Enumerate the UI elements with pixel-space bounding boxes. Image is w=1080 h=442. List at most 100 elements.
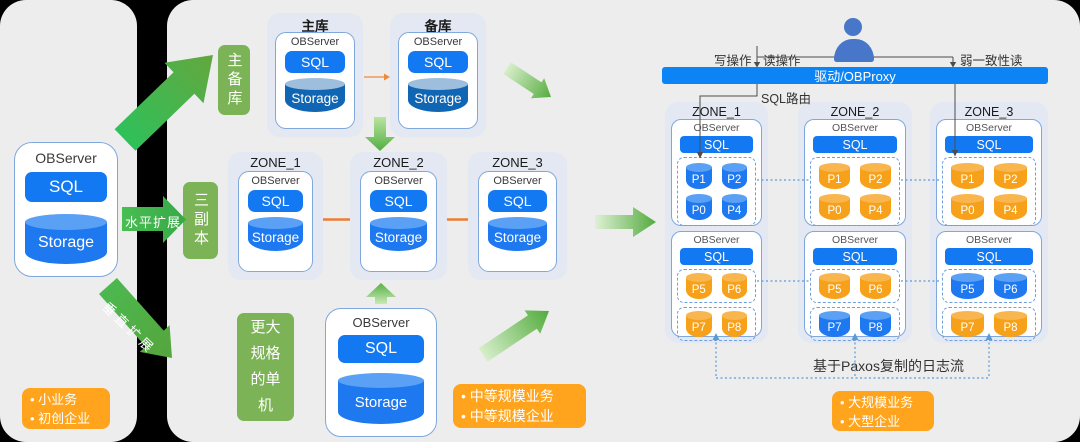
sql-engine: SQL (248, 190, 303, 212)
partition-cylinder: P1 (951, 162, 984, 189)
observer-title: OBServer (413, 36, 463, 48)
zone-title: ZONE_2 (830, 105, 880, 119)
partition-cylinder: P2 (860, 162, 891, 189)
storage-cylinder: Storage (248, 217, 303, 251)
primary-db-container: 主库 OBServer SQL Storage (267, 13, 363, 137)
partition-cylinder: P8 (860, 310, 891, 337)
storage-cylinder: Storage (488, 217, 547, 251)
partition-cylinder: P4 (860, 193, 891, 220)
label-bigger-single-server: 更大规格的单机 (237, 313, 294, 421)
partition-cylinder: P5 (686, 272, 712, 299)
partition-cylinder: P8 (721, 310, 747, 337)
tag-medium-business: 中等规模业务 中等规模企业 (453, 384, 586, 428)
partition-cylinder: P7 (686, 310, 712, 337)
storage-cylinder: Storage (338, 372, 424, 424)
observer-box: OBServer SQL Storage (360, 171, 437, 272)
partition-cylinder: P7 (819, 310, 850, 337)
partition-cylinder: P1 (686, 162, 712, 189)
partition-cylinder: P8 (994, 310, 1027, 337)
partition-group: P5 P6 (677, 269, 756, 303)
partition-cylinder: P4 (721, 193, 747, 220)
sql-engine: SQL (408, 51, 468, 73)
observer-box: OBServer SQL Storage (275, 32, 355, 129)
zone-title: ZONE_3 (964, 105, 1014, 119)
partition-cylinder: P6 (721, 272, 747, 299)
partition-group: P1 P2 P0 P4 (942, 157, 1036, 226)
zone-container: ZONE_1 OBServer SQL Storage (228, 152, 323, 280)
primary-db-title: 主库 (301, 19, 329, 34)
partition-cylinder: P6 (994, 272, 1027, 299)
partition-group: P1 P2 P0 P4 (810, 157, 900, 226)
observer-title: OBServer (35, 150, 97, 166)
zone-column: ZONE_1 OBServer SQL P1 P2 P0 P4 OBServer… (665, 102, 768, 343)
observer-box: OBServer SQL P5 P6 P7 P8 (804, 231, 906, 341)
zone-column: ZONE_2 OBServer SQL P1 P2 P0 P4 OBServer… (798, 102, 912, 343)
horizontal-scale-label: 水平扩展 (125, 215, 182, 230)
observer-title: OBServer (290, 36, 340, 48)
tag-line: 中等规模企业 (461, 406, 578, 426)
sql-engine: SQL (813, 248, 897, 265)
observer-title: OBServer (965, 234, 1013, 246)
partition-cylinder: P5 (819, 272, 850, 299)
zone-title: ZONE_3 (492, 155, 543, 170)
paxos-log-caption: 基于Paxos复制的日志流 (813, 358, 964, 374)
observer-title: OBServer (352, 315, 410, 330)
observer-box: OBServer SQL Storage (238, 171, 313, 272)
obproxy-bar: 驱动/OBProxy (662, 67, 1048, 84)
zone-container: ZONE_2 OBServer SQL Storage (350, 152, 447, 280)
partition-cylinder: P6 (860, 272, 891, 299)
sql-engine: SQL (370, 190, 427, 212)
tag-line: 初创企业 (30, 408, 102, 427)
zone-title: ZONE_2 (373, 155, 424, 170)
standby-db-title: 备库 (424, 19, 452, 34)
partition-group: P5 P6 (810, 269, 900, 303)
observer-box-scaled-up: OBServer SQL Storage (325, 308, 437, 437)
person-body (834, 39, 874, 62)
storage-cylinder: Storage (370, 217, 427, 251)
standby-db-container: 备库 OBServer SQL Storage (390, 13, 486, 137)
observer-box: OBServer SQL Storage (478, 171, 557, 272)
zone-title: ZONE_1 (250, 155, 301, 170)
observer-box: OBServer SQL P5 P6 P7 P8 (671, 231, 762, 341)
partition-cylinder: P2 (994, 162, 1027, 189)
observer-title: OBServer (831, 122, 879, 134)
sql-engine: SQL (945, 136, 1033, 153)
label-primary-backup: 主备库 (218, 45, 250, 115)
observer-title: OBServer (493, 175, 542, 187)
zone-title: ZONE_1 (692, 105, 741, 119)
partition-cylinder: P2 (721, 162, 747, 189)
observer-title: OBServer (831, 234, 879, 246)
person-head (844, 18, 862, 36)
observer-box: OBServer SQL P1 P2 P0 P4 (936, 119, 1042, 226)
observer-title: OBServer (693, 234, 740, 246)
read-op-label: 读操作 (763, 54, 801, 68)
storage-cylinder: Storage (285, 78, 345, 112)
partition-group: P7 P8 (810, 307, 900, 341)
tag-line: 大型企业 (840, 411, 926, 430)
sql-engine: SQL (680, 248, 753, 265)
observer-box: OBServer SQL P1 P2 P0 P4 (804, 119, 906, 226)
tag-line: 小业务 (30, 389, 102, 408)
partition-cylinder: P0 (819, 193, 850, 220)
sql-route-label: SQL路由 (761, 92, 812, 106)
observer-title: OBServer (251, 175, 300, 187)
write-op-label: 写操作 (714, 54, 752, 68)
partition-cylinder: P0 (951, 193, 984, 220)
tag-small-business: 小业务 初创企业 (22, 388, 110, 429)
observer-title: OBServer (693, 122, 740, 134)
partition-group: P5 P6 (942, 269, 1036, 303)
sql-engine: SQL (338, 335, 424, 363)
tag-large-business: 大规模业务 大型企业 (832, 391, 934, 431)
sql-engine: SQL (25, 172, 107, 202)
sql-engine: SQL (945, 248, 1033, 265)
sql-engine: SQL (813, 136, 897, 153)
weak-consistency-read-label: 弱一致性读 (960, 54, 1023, 68)
observer-title: OBServer (374, 175, 423, 187)
observer-box-single: OBServer SQL Storage (14, 142, 118, 277)
label-three-replicas: 三副本 (183, 182, 218, 259)
partition-cylinder: P1 (819, 162, 850, 189)
observer-box: OBServer SQL P5 P6 P7 P8 (936, 231, 1042, 341)
zone-container: ZONE_3 OBServer SQL Storage (468, 152, 567, 280)
partition-cylinder: P0 (686, 193, 712, 220)
